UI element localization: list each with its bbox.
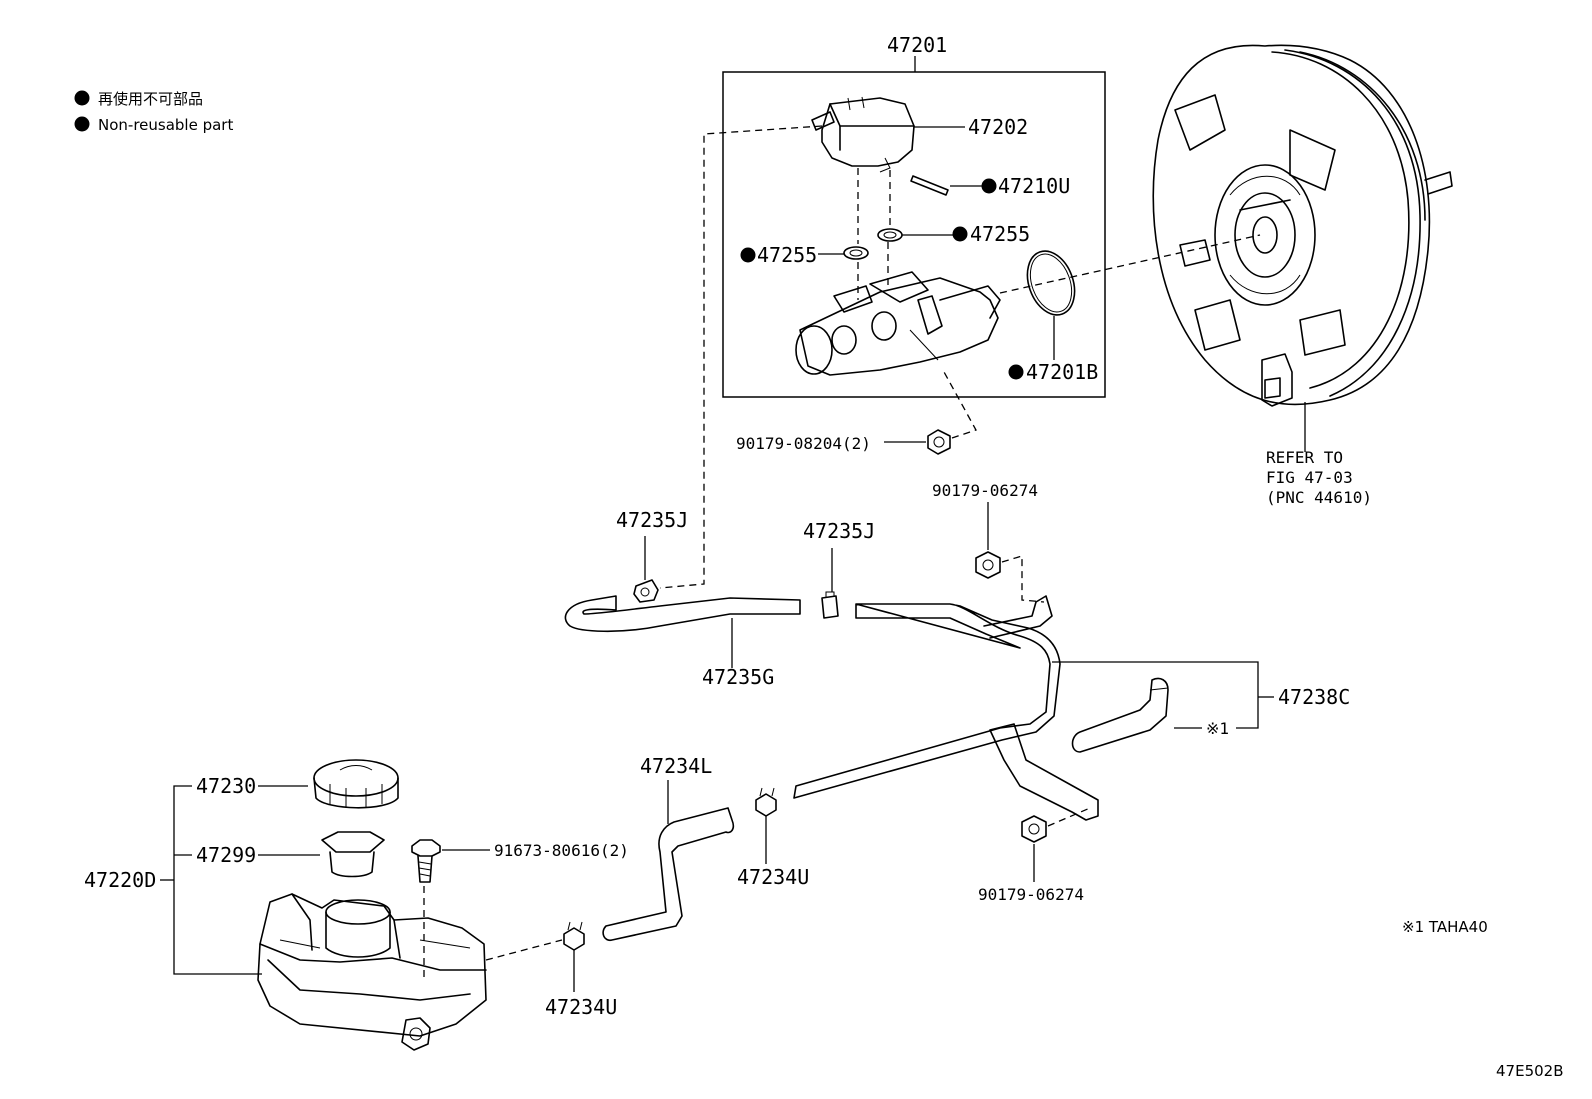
non-reusable-bullet-icon — [952, 226, 968, 242]
label-90179-06274-top[interactable]: 90179-06274 — [932, 481, 1038, 500]
grommet-47255-left — [843, 246, 869, 260]
o-ring-47201B — [1026, 250, 1076, 316]
footnote-taha40: ※1 TAHA40 — [1402, 918, 1488, 936]
legend-label-en: Non-reusable part — [98, 116, 233, 134]
strainer-47299 — [321, 831, 385, 878]
label-refer-to: REFER TO — [1266, 448, 1343, 467]
pin-47210U — [910, 175, 949, 196]
nut-90179-06274-bottom — [1021, 815, 1047, 843]
non-reusable-bullet-icon — [981, 178, 997, 194]
label-refer-pnc: (PNC 44610) — [1266, 488, 1372, 507]
master-cylinder-group: 47201 47202 47210U 47255 — [722, 33, 1261, 398]
clamp-47235J-mid — [821, 591, 839, 619]
reservoir-tank-47202 — [811, 96, 915, 173]
master-cylinder-assembly-box — [722, 71, 1106, 398]
clamp-47234U-bottom — [563, 921, 585, 951]
reservoir-tank-47220D — [257, 893, 487, 1051]
nut-90179-08204 — [927, 429, 951, 455]
clamp-47234U-mid — [755, 787, 777, 817]
non-reusable-bullet-icon — [74, 116, 90, 132]
label-47238C[interactable]: 47238C — [1278, 685, 1350, 709]
label-47234L[interactable]: 47234L — [640, 754, 712, 778]
hose-47235G — [564, 595, 801, 633]
label-90179-08204[interactable]: 90179-08204(2) — [736, 434, 871, 453]
non-reusable-bullet-icon — [1008, 364, 1024, 380]
hose-47238C — [793, 595, 1169, 821]
label-47234U-mid[interactable]: 47234U — [737, 865, 809, 889]
label-47234U-bottom[interactable]: 47234U — [545, 995, 617, 1019]
non-reusable-bullet-icon — [740, 247, 756, 263]
legend-label-ja: 再使用不可部品 — [98, 90, 203, 108]
reservoir-cap-47230 — [313, 759, 399, 809]
figure-code: 47E502B — [1496, 1062, 1564, 1080]
screw-91673-80616 — [411, 839, 441, 883]
label-47299[interactable]: 47299 — [196, 843, 256, 867]
label-47255-right[interactable]: 47255 — [970, 222, 1030, 246]
label-47220D[interactable]: 47220D — [84, 868, 156, 892]
grommet-47255-right — [877, 228, 903, 242]
brake-booster — [1152, 44, 1453, 407]
label-47201B[interactable]: 47201B — [1026, 360, 1098, 384]
label-note-mark: ※1 — [1206, 719, 1229, 738]
hose-47234L — [602, 807, 735, 942]
label-91673-80616[interactable]: 91673-80616(2) — [494, 841, 629, 860]
master-cylinder-body — [795, 271, 1001, 376]
nut-90179-06274-top — [975, 551, 1001, 579]
label-refer-fig: FIG 47-03 — [1266, 468, 1353, 487]
label-47235G[interactable]: 47235G — [702, 665, 774, 689]
label-47210U[interactable]: 47210U — [998, 174, 1070, 198]
label-47201[interactable]: 47201 — [887, 33, 947, 57]
label-47235J-mid[interactable]: 47235J — [803, 519, 875, 543]
non-reusable-bullet-icon — [74, 90, 90, 106]
legend: 再使用不可部品 Non-reusable part — [74, 90, 233, 134]
label-47202[interactable]: 47202 — [968, 115, 1028, 139]
label-47235J-left[interactable]: 47235J — [616, 508, 688, 532]
label-47255-left[interactable]: 47255 — [757, 243, 817, 267]
label-47230[interactable]: 47230 — [196, 774, 256, 798]
clamp-47235J-left — [633, 579, 659, 603]
label-90179-06274-bottom[interactable]: 90179-06274 — [978, 885, 1084, 904]
